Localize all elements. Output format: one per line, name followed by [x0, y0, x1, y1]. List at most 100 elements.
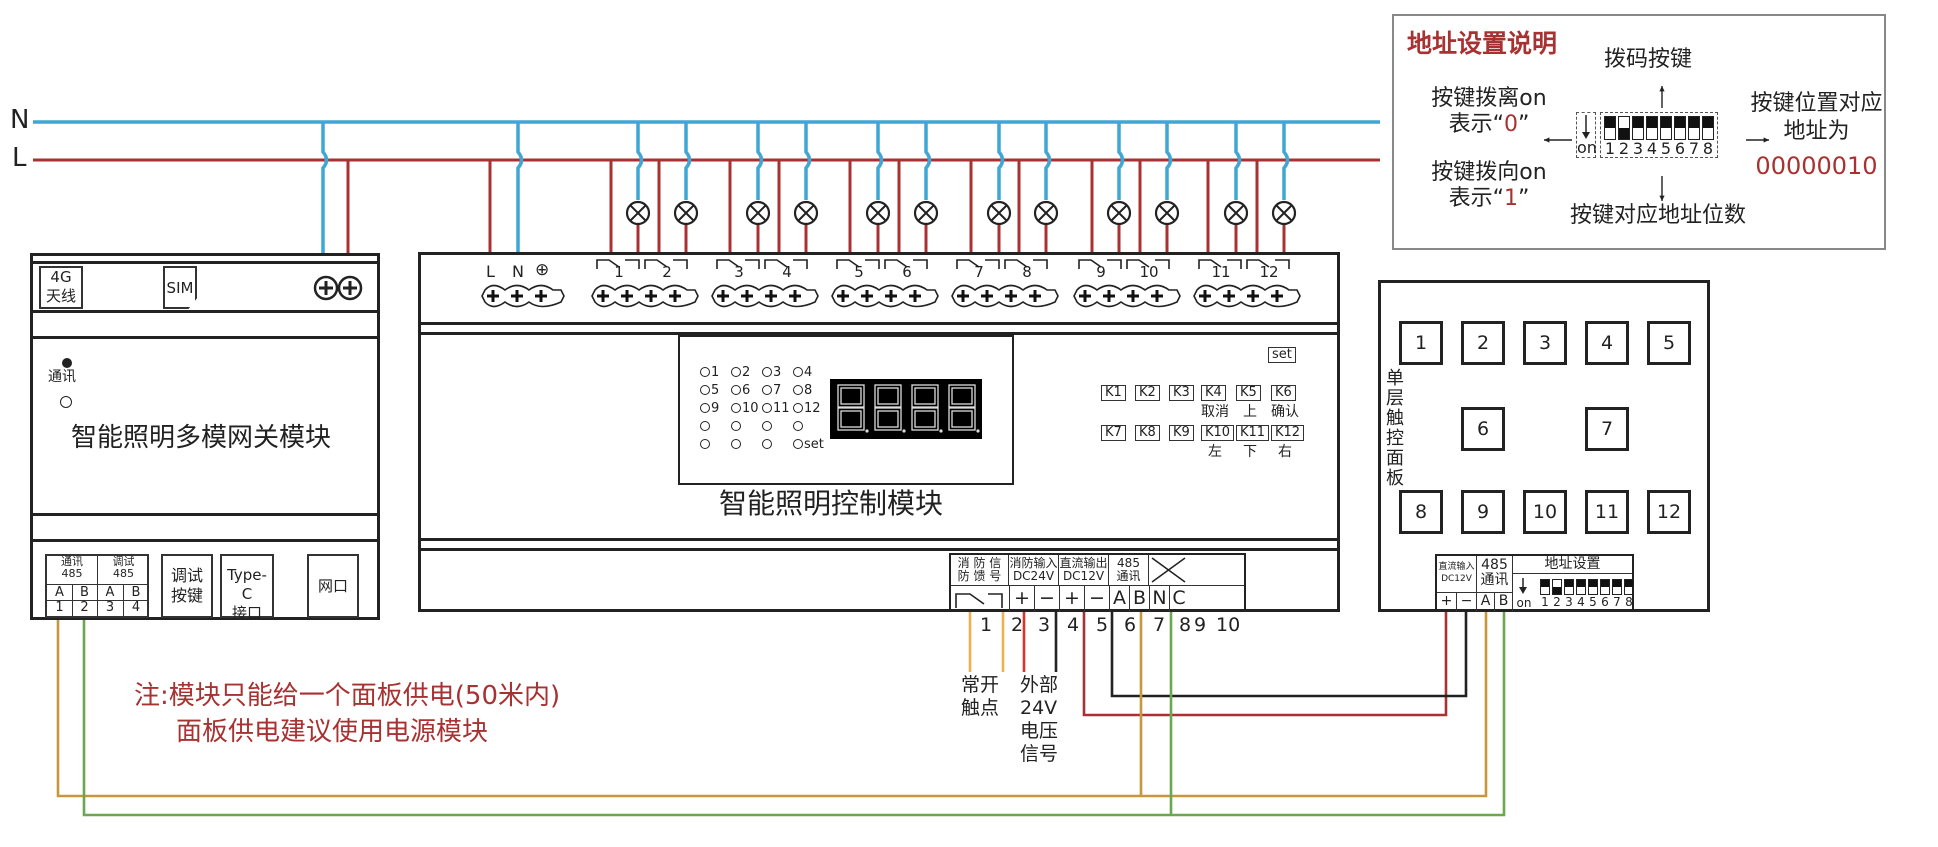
dc-output-plus: +: [1059, 585, 1084, 612]
comm-led-off: [60, 396, 72, 408]
arrow-head: [1659, 86, 1665, 92]
dip-switch[interactable]: [1564, 579, 1574, 595]
dip-switch[interactable]: [1688, 116, 1700, 140]
typec-port[interactable]: Type-C 接口: [220, 554, 274, 622]
dip-switch[interactable]: [1576, 579, 1586, 595]
indicator-led: [731, 419, 742, 434]
relay-channel-label: 2: [662, 263, 672, 281]
neutral-drop-wire: [1165, 122, 1173, 200]
note-line-1: 注:模块只能给一个面板供电(50米内): [134, 681, 561, 711]
panel-button[interactable]: 9: [1461, 490, 1505, 534]
screw-icon: [717, 290, 729, 302]
dip-switch[interactable]: [1632, 116, 1644, 140]
indicator-led: [793, 419, 804, 434]
panel-button[interactable]: 12: [1647, 490, 1691, 534]
led-label: 10: [742, 401, 759, 416]
debug485-label: 调试 485: [112, 555, 135, 580]
lamp-cross: [869, 204, 887, 222]
indicator-led: 2: [731, 365, 750, 380]
lamp-cross: [1158, 204, 1176, 222]
set-button[interactable]: set: [1268, 347, 1296, 363]
screw-icon: [597, 290, 609, 302]
rs485-a-wire: [56, 612, 1488, 798]
dip-switch[interactable]: [1618, 116, 1630, 140]
dip-switch-lever: [1577, 580, 1585, 587]
panel-button[interactable]: 10: [1523, 490, 1567, 534]
dip-switch[interactable]: [1600, 579, 1610, 595]
on-line-1: 按键拨向on: [1431, 160, 1547, 185]
panel-button[interactable]: 2: [1461, 321, 1505, 365]
panel-title: 单层触控面板: [1386, 368, 1404, 489]
screw-icon: [909, 290, 921, 302]
led-dot: [700, 403, 710, 413]
lamp-cross: [1110, 204, 1128, 222]
key-button[interactable]: K7: [1101, 425, 1126, 441]
key-caption: 取消: [1201, 404, 1229, 420]
indicator-led: [700, 437, 711, 452]
led-dot: [793, 439, 803, 449]
panel-button[interactable]: 5: [1647, 321, 1691, 365]
neutral-drop-wire: [1117, 122, 1125, 200]
ethernet-port[interactable]: 网口: [307, 554, 359, 618]
key-button[interactable]: K12: [1271, 425, 1305, 441]
key-button[interactable]: K10: [1201, 425, 1235, 441]
sim-label: SIM: [166, 279, 194, 297]
dip-switch[interactable]: [1540, 579, 1550, 595]
key-button[interactable]: K5: [1236, 385, 1261, 401]
dip-switch[interactable]: [1552, 579, 1562, 595]
key-button[interactable]: K1: [1101, 385, 1126, 401]
panel-button[interactable]: 11: [1585, 490, 1629, 534]
dip-switch[interactable]: [1612, 579, 1622, 595]
dip-switch[interactable]: [1604, 116, 1616, 140]
panel-rs485-a: A: [1477, 592, 1495, 612]
key-caption: 下: [1243, 444, 1257, 460]
dip-switch[interactable]: [1646, 116, 1658, 140]
panel-button[interactable]: 7: [1585, 407, 1629, 451]
key-button[interactable]: K11: [1236, 425, 1270, 441]
screw-icon: [1005, 290, 1017, 302]
dip-switch-lever: [1647, 117, 1657, 128]
relay-channel-label: 6: [902, 263, 912, 281]
relay-channel-label: 8: [1022, 263, 1032, 281]
display-digit: [837, 384, 869, 433]
panel-button[interactable]: 4: [1585, 321, 1629, 365]
lamp-cross: [629, 204, 647, 222]
debug-button[interactable]: 调试 按键: [161, 554, 213, 618]
dip-switch-lever: [1689, 117, 1699, 128]
screw-icon: [487, 290, 499, 302]
panel-button[interactable]: 1: [1399, 321, 1443, 365]
terminal-number: 1: [55, 600, 64, 615]
key-button[interactable]: K8: [1135, 425, 1160, 441]
dip-switch[interactable]: [1588, 579, 1598, 595]
dip-switch[interactable]: [1660, 116, 1672, 140]
led-label: 3: [773, 365, 782, 380]
dip-switch-number: 5: [1589, 595, 1597, 609]
key-button[interactable]: K3: [1169, 385, 1194, 401]
panel-button[interactable]: 3: [1523, 321, 1567, 365]
key-button[interactable]: K2: [1135, 385, 1160, 401]
no-contact-caption: 常开 触点: [961, 674, 1000, 719]
normally-open-contact-icon: [955, 593, 1003, 608]
indicator-led: 12: [793, 401, 821, 416]
dip-switch-lever: [1541, 580, 1549, 587]
panel-button[interactable]: 8: [1399, 490, 1443, 534]
dip-switch[interactable]: [1702, 116, 1714, 140]
screw-icon: [861, 290, 873, 302]
screw-icon: [1199, 290, 1211, 302]
dip-switch-lever: [1601, 580, 1609, 587]
relay-contact-icon: [596, 259, 640, 269]
key-button[interactable]: K9: [1169, 425, 1194, 441]
dip-switch[interactable]: [1624, 579, 1634, 595]
divider: [1437, 592, 1513, 593]
lamp-cross: [749, 204, 767, 222]
key-button[interactable]: K4: [1201, 385, 1226, 401]
key-button[interactable]: K6: [1271, 385, 1296, 401]
dip-switch[interactable]: [1674, 116, 1686, 140]
address-setting-label: 地址设置: [1513, 556, 1632, 574]
led-label: 8: [804, 383, 813, 398]
arrow-head: [1659, 195, 1665, 201]
panel-button[interactable]: 6: [1461, 407, 1505, 451]
